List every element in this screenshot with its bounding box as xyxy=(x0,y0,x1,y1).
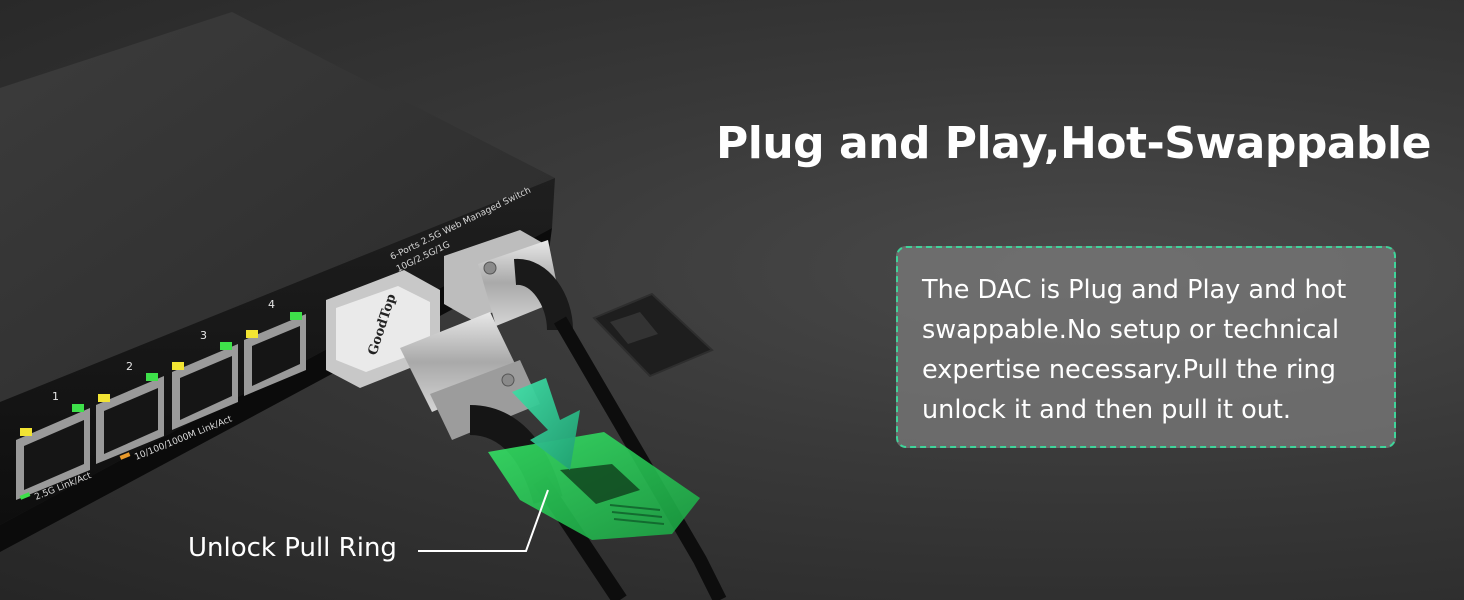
info-box-text: The DAC is Plug and Play and hot swappab… xyxy=(922,275,1347,425)
port-number-2: 2 xyxy=(126,360,133,373)
port-number-3: 3 xyxy=(200,329,207,342)
rj45-port-2 xyxy=(96,373,164,464)
callout-leader-line xyxy=(418,489,549,552)
pull-direction-arrow-icon xyxy=(512,378,580,470)
switch-top xyxy=(0,12,555,402)
port-number-4: 4 xyxy=(268,298,275,311)
pull-ring-highlight xyxy=(488,432,700,540)
legend-25g-swatch xyxy=(19,492,31,500)
legend-1000m-swatch xyxy=(119,452,131,460)
page-headline: Plug and Play,Hot-Swappable xyxy=(716,118,1431,169)
rj45-port-3 xyxy=(172,342,238,430)
pull-ring-callout-label: Unlock Pull Ring xyxy=(188,533,397,563)
info-box: The DAC is Plug and Play and hot swappab… xyxy=(896,246,1396,448)
port-number-1: 1 xyxy=(52,390,59,403)
sfp-module-2 xyxy=(444,230,727,600)
rj45-port-4 xyxy=(244,312,306,396)
rj45-port-1 xyxy=(16,404,90,500)
